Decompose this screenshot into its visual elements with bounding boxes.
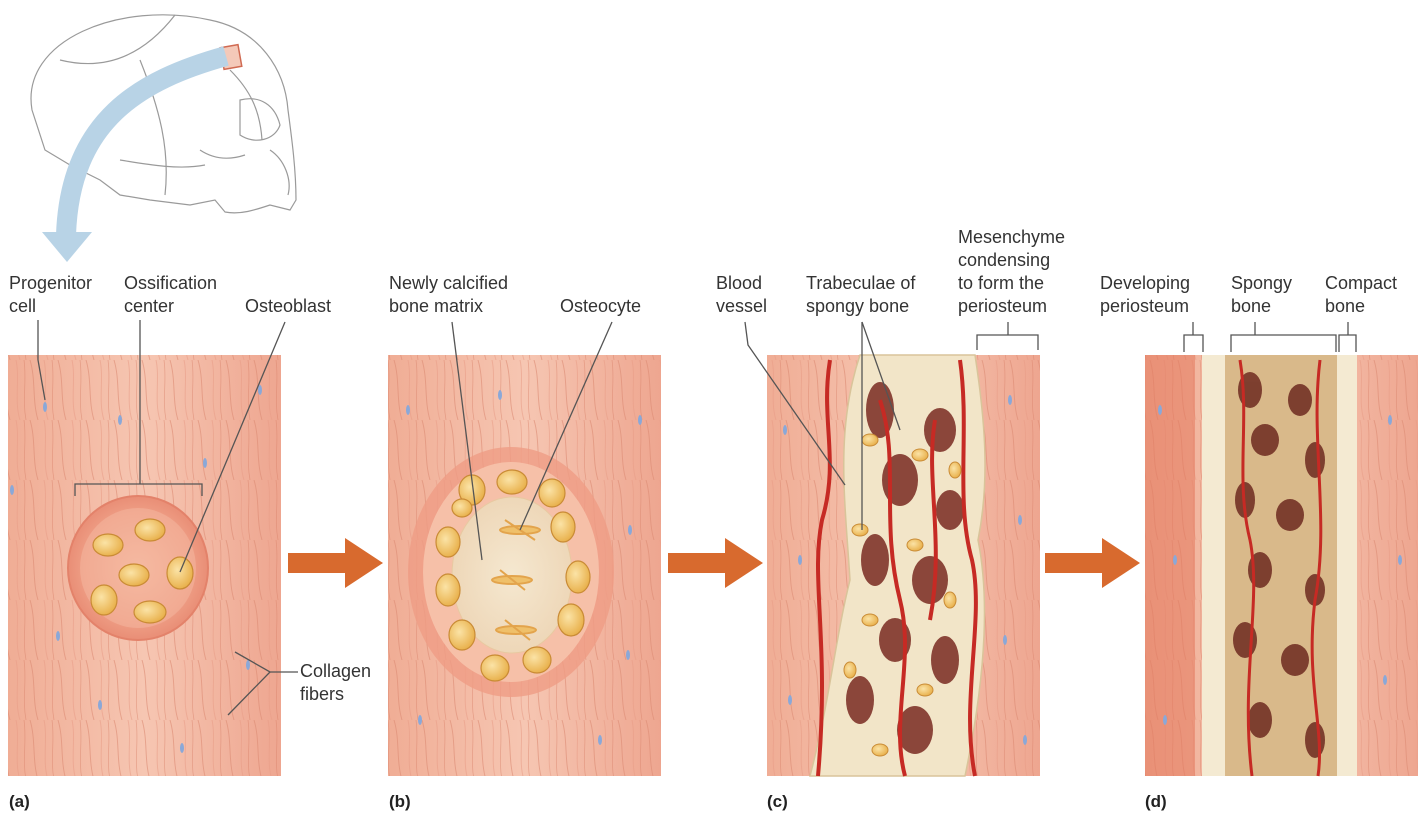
label-line: bone: [1231, 295, 1292, 318]
panel-a-illustration: [8, 355, 281, 776]
curved-arrow-down-icon: [42, 56, 226, 262]
label-line: Spongy: [1231, 272, 1292, 295]
panel-b-illustration: [388, 355, 661, 776]
label-line: cell: [9, 295, 92, 318]
collagen-fibers-label: Collagen fibers: [300, 660, 371, 706]
panel-c-label: (c): [767, 792, 788, 812]
label-line: Collagen: [300, 660, 371, 683]
panel-d-leaders: [1184, 322, 1356, 352]
compact-bone-label: Compact bone: [1325, 272, 1397, 318]
label-line: center: [124, 295, 217, 318]
panel-d-label: (d): [1145, 792, 1167, 812]
mesenchyme-label: Mesenchyme condensing to form the perios…: [958, 226, 1065, 318]
label-line: Compact: [1325, 272, 1397, 295]
label-line: Ossification: [124, 272, 217, 295]
panel-b-label: (b): [389, 792, 411, 812]
label-line: Developing: [1100, 272, 1190, 295]
panel-c-illustration: [767, 355, 1040, 776]
label-line: fibers: [300, 683, 371, 706]
label-line: periosteum: [958, 295, 1065, 318]
label-line: vessel: [716, 295, 767, 318]
label-line: Blood: [716, 272, 767, 295]
panel-a-label: (a): [9, 792, 30, 812]
label-line: bone: [1325, 295, 1397, 318]
panel-d-illustration: [1145, 355, 1418, 776]
osteocyte-label: Osteocyte: [560, 295, 641, 318]
blood-vessel-label: Blood vessel: [716, 272, 767, 318]
ossification-center-label: Ossification center: [124, 272, 217, 318]
osteoblast-label: Osteoblast: [245, 295, 331, 318]
spongy-bone-label: Spongy bone: [1231, 272, 1292, 318]
progenitor-cell-label: Progenitor cell: [9, 272, 92, 318]
label-line: Mesenchyme: [958, 226, 1065, 249]
label-line: to form the: [958, 272, 1065, 295]
newly-calcified-label: Newly calcified bone matrix: [389, 272, 508, 318]
arrow-right-icon: [1045, 538, 1140, 588]
developing-periosteum-label: Developing periosteum: [1100, 272, 1190, 318]
label-line: condensing: [958, 249, 1065, 272]
label-line: bone matrix: [389, 295, 508, 318]
arrow-right-icon: [668, 538, 763, 588]
trabeculae-label: Trabeculae of spongy bone: [806, 272, 915, 318]
label-line: Trabeculae of: [806, 272, 915, 295]
arrow-right-icon: [288, 538, 383, 588]
label-line: periosteum: [1100, 295, 1190, 318]
label-line: Newly calcified: [389, 272, 508, 295]
label-line: spongy bone: [806, 295, 915, 318]
label-line: Progenitor: [9, 272, 92, 295]
